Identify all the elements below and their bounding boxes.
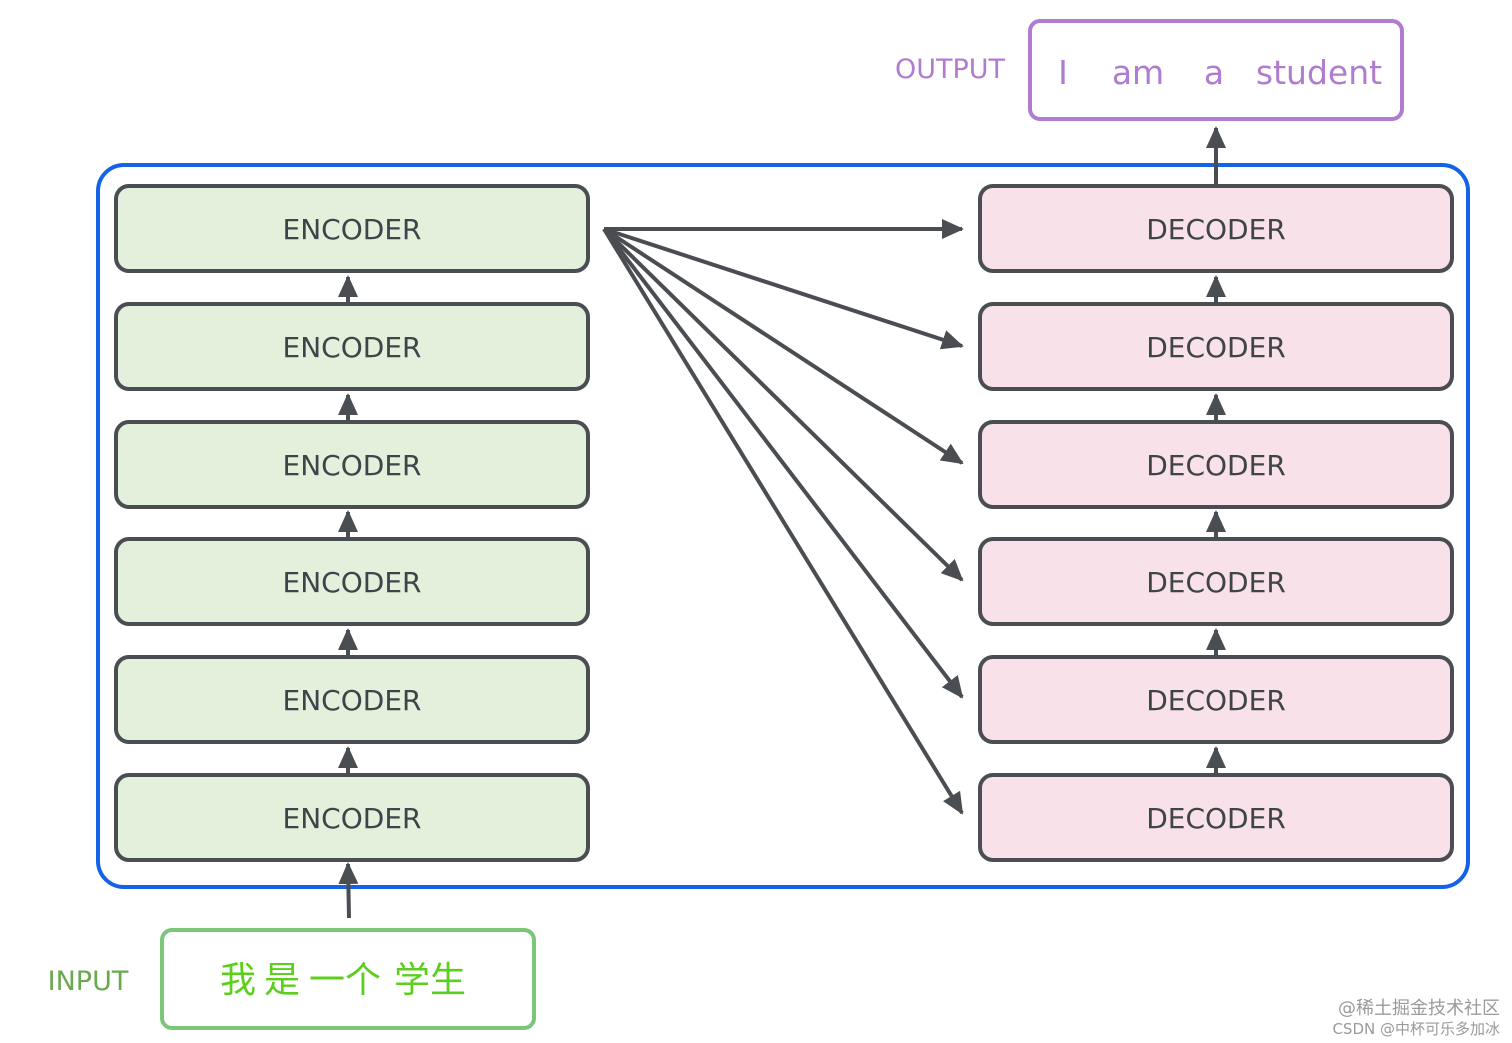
encoder-decoder-arrow [602,227,964,699]
decoder-label: DECODER [1146,802,1286,835]
model-container [96,163,1470,889]
input-to-encoder-arrow [338,862,359,919]
encoder-layer: ENCODER [114,773,590,862]
output-token: am [1112,53,1164,92]
decoder-layer: DECODER [978,184,1454,273]
encoder-layer: ENCODER [114,537,590,626]
encoder-layer: ENCODER [114,302,590,391]
encoder-decoder-arrow [602,227,964,815]
input-label: INPUT [48,966,129,997]
decoder-label: DECODER [1146,449,1286,482]
encoder-decoder-arrow [602,227,964,582]
input-box [160,928,536,1030]
output-token: I [1058,53,1068,92]
decoder-layer: DECODER [978,537,1454,626]
input-token: 学生 [394,960,466,1001]
decoder-layer: DECODER [978,655,1454,744]
encoder-decoder-arrow [603,227,964,350]
decoder-label: DECODER [1146,566,1286,599]
decoder-label: DECODER [1146,331,1286,364]
decoder-layer: DECODER [978,302,1454,391]
output-token: a [1204,53,1224,92]
encoder-label: ENCODER [283,566,422,599]
encoder-stack: ENCODER ENCODER ENCODER ENCODER ENCODER … [114,184,590,862]
output-token: student [1256,53,1382,92]
encoder-decoder-arrow [602,227,964,465]
encoder-label: ENCODER [283,802,422,835]
decoder-layer: DECODER [978,420,1454,509]
encoder-layer: ENCODER [114,655,590,744]
decoder-label: DECODER [1146,213,1286,246]
decoder-layer: DECODER [978,773,1454,862]
encoder-label: ENCODER [283,449,422,482]
decoder-label: DECODER [1146,684,1286,717]
encoder-to-decoder-arrows [602,219,964,815]
input-token: 是 [264,960,300,1001]
output-box [1028,19,1404,121]
encoder-layer: ENCODER [114,420,590,509]
watermark-csdn: CSDN @中杯可乐多加冰 [1332,1020,1500,1038]
output-label: OUTPUT [895,54,1006,85]
watermark-juejin: @稀土掘金技术社区 [1338,998,1500,1019]
encoder-label: ENCODER [283,213,422,246]
encoder-layer: ENCODER [114,184,590,273]
input-token: 我 [220,960,256,1001]
input-token: 一个 [309,960,381,1001]
encoder-label: ENCODER [283,331,422,364]
encoder-label: ENCODER [283,684,422,717]
